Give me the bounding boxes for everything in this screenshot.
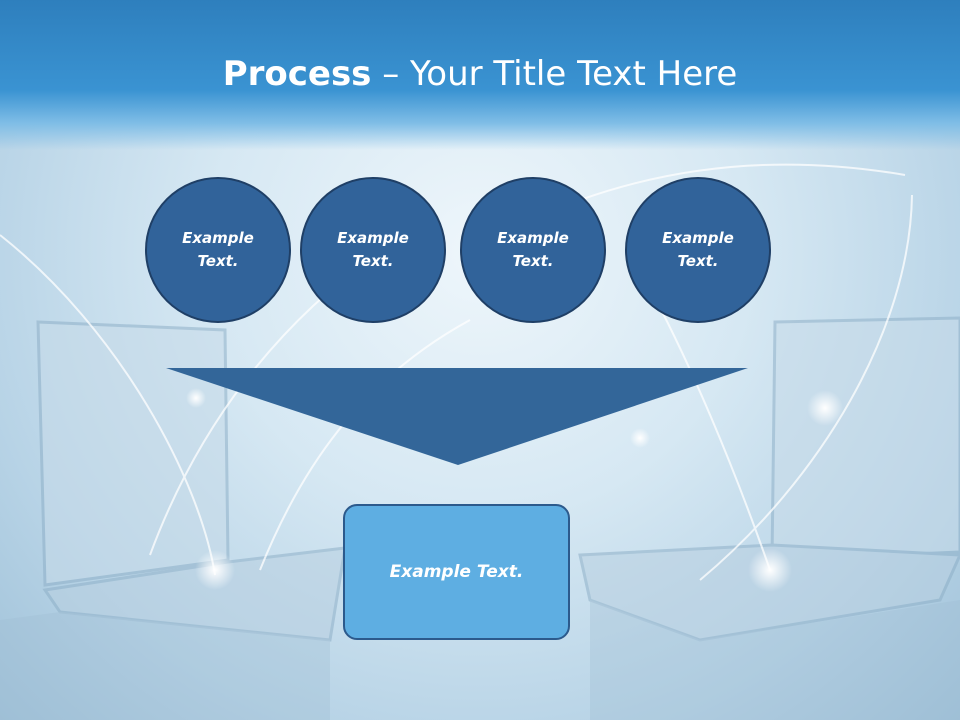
step-label: Example Text. — [182, 229, 254, 270]
result-box[interactable]: Example Text. — [343, 504, 570, 640]
step-label: Example Text. — [497, 229, 569, 270]
laptop-left-icon — [0, 320, 347, 720]
step-circle-1[interactable]: Example Text. — [145, 177, 291, 323]
title-rest: – Your Title Text Here — [371, 54, 738, 94]
step-label: Example Text. — [662, 229, 734, 270]
title-bar — [0, 0, 960, 150]
step-circle-4[interactable]: Example Text. — [625, 177, 771, 323]
laptop-right-icon — [578, 316, 960, 720]
result-label: Example Text. — [389, 562, 524, 582]
title-bold: Process — [222, 54, 372, 94]
step-circle-3[interactable]: Example Text. — [460, 177, 606, 323]
slide-title: Process – Your Title Text Here — [0, 52, 960, 96]
step-label: Example Text. — [337, 229, 409, 270]
funnel-arrow[interactable] — [166, 368, 748, 468]
step-circle-2[interactable]: Example Text. — [300, 177, 446, 323]
